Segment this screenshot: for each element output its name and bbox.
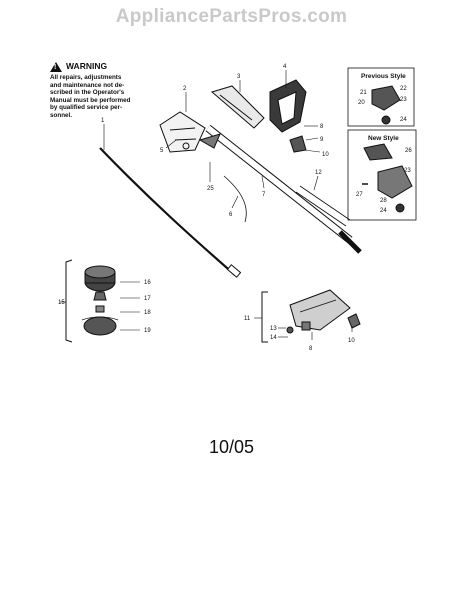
part-2-clamp-bracket xyxy=(159,111,206,153)
watermark: AppliancePartsPros.com xyxy=(115,6,348,27)
callout-5: 5 xyxy=(160,148,164,154)
callout-14: 14 xyxy=(270,335,277,341)
warning-heading-row: ! WARNING xyxy=(50,62,162,72)
callout-12: 12 xyxy=(315,170,322,176)
callout-16: 16 xyxy=(144,280,151,286)
callout-17: 17 xyxy=(144,296,151,302)
callout-15: 15 xyxy=(58,300,65,306)
callout-26: 26 xyxy=(405,148,412,154)
callout-20: 20 xyxy=(358,100,365,106)
callout-19: 19 xyxy=(144,328,151,334)
callout-2: 2 xyxy=(183,86,187,92)
warning-line: by qualified service per- xyxy=(50,104,123,112)
callout-27: 27 xyxy=(356,192,363,198)
callout-23-new: 23 xyxy=(404,168,411,174)
date-code: 10/05 xyxy=(208,437,255,457)
previous-style-label: Previous Style xyxy=(361,73,406,80)
part-6-throttle-cable xyxy=(223,175,247,223)
callout-9: 9 xyxy=(320,137,324,143)
warning-icon: ! xyxy=(50,62,62,72)
part-9-trigger xyxy=(289,135,307,153)
callout-8: 8 xyxy=(320,124,324,130)
warning-line: sonnel. xyxy=(50,111,73,119)
part-12-shaft-tube xyxy=(205,124,362,254)
warning-heading: WARNING xyxy=(66,61,108,72)
callout-8-shield: 8 xyxy=(309,346,313,352)
callout-28: 28 xyxy=(380,198,387,204)
callout-18: 18 xyxy=(144,310,151,316)
part-4-handle-grip xyxy=(269,79,307,133)
callout-25: 25 xyxy=(207,186,214,192)
shield-group xyxy=(261,289,361,343)
previous-style-box xyxy=(347,67,415,127)
part-1-drive-shaft xyxy=(99,147,242,278)
leader-lines xyxy=(60,70,353,340)
part-3-handle-bracket xyxy=(210,85,265,129)
callout-6: 6 xyxy=(229,212,233,218)
warning-line: Manual must be performed xyxy=(50,96,131,104)
new-style-box xyxy=(347,129,417,221)
warning-line: All repairs, adjustments xyxy=(50,74,122,81)
callout-7: 7 xyxy=(262,192,266,198)
warning-line: and maintenance not de- xyxy=(50,81,125,89)
callout-1: 1 xyxy=(101,118,105,124)
new-style-label: New Style xyxy=(368,135,399,142)
callout-24-new: 24 xyxy=(380,208,387,214)
warning-notice: ! WARNING All repairs, adjustments and m… xyxy=(50,62,162,120)
callout-22: 22 xyxy=(400,86,407,92)
part-25-lever xyxy=(198,133,221,149)
callout-13: 13 xyxy=(270,326,277,332)
callout-24: 24 xyxy=(400,117,407,123)
callout-4: 4 xyxy=(283,64,287,70)
warning-line: scribed in the Operator's xyxy=(50,89,125,97)
callout-10-shield: 10 xyxy=(348,338,355,344)
callout-11: 11 xyxy=(244,316,251,322)
trimmer-head-group xyxy=(65,259,119,343)
callout-3: 3 xyxy=(237,74,241,80)
callout-23: 23 xyxy=(400,97,407,103)
callout-21: 21 xyxy=(360,90,367,96)
callout-10: 10 xyxy=(322,152,329,158)
